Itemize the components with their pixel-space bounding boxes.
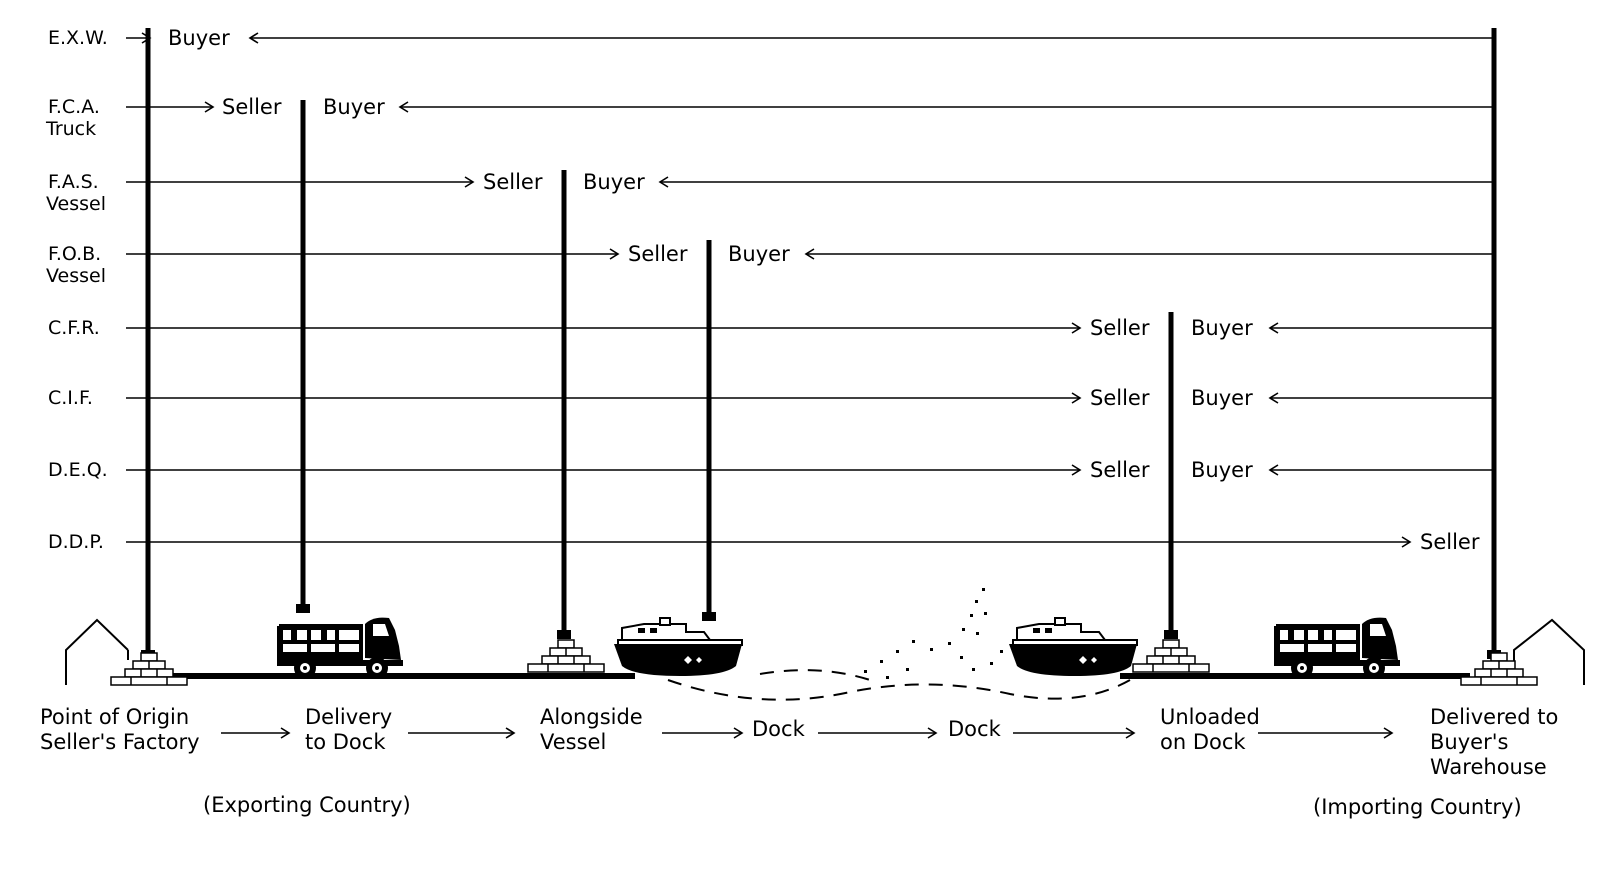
term-mode: Truck [45,118,96,140]
term-row: F.A.S.Vessel Seller Buyer [46,170,1496,215]
term-row: D.E.Q. Seller Buyer [48,458,1496,482]
transfer-point-cap [702,612,716,621]
buyer-label: Buyer [1191,316,1253,340]
stage-label-line: Dock [752,717,806,741]
buyer-label: Buyer [1191,386,1253,410]
term-code: F.C.A. [48,96,100,118]
term-code: C.I.F. [48,387,93,409]
seller-label: Seller [1090,458,1150,482]
seller-label: Seller [222,95,282,119]
term-mode: Vessel [46,265,106,287]
stage-label-line: Delivery [305,705,392,729]
seller-label: Seller [1420,530,1480,554]
stage-label-line: Warehouse [1430,755,1547,779]
term-code: D.E.Q. [48,459,108,481]
exporting-country-label: (Exporting Country) [203,793,411,817]
stage-label-line: Buyer's [1430,730,1508,754]
ship-icon-import [1008,617,1138,677]
importing-country-label: (Importing Country) [1313,795,1522,819]
term-code: E.X.W. [48,27,108,49]
stage-label-line: Point of Origin [40,705,189,729]
truck-icon-import [1274,617,1400,679]
term-row: F.O.B.Vessel Seller Buyer [46,242,1496,287]
buyer-label: Buyer [583,170,645,194]
stage-label-line: Dock [948,717,1002,741]
term-row: E.X.W. Buyer [48,26,1496,50]
transfer-point-cap [557,630,571,639]
seller-label: Seller [628,242,688,266]
stage-label: Dock [948,717,1002,741]
ship-icon-export [613,617,743,677]
seller-label: Seller [1090,386,1150,410]
truck-icon-export [277,617,403,679]
pallet-icon-alongside [527,639,605,673]
water-splash [864,588,1003,679]
stage-label-line: Unloaded [1160,705,1260,729]
stage-label-line: on Dock [1160,730,1246,754]
term-row: C.F.R. Seller Buyer [48,316,1496,340]
stage-label: Dock [752,717,806,741]
stage-label-line: Alongside [540,705,643,729]
term-code: F.A.S. [48,171,99,193]
term-code: D.D.P. [48,531,104,553]
buyer-label: Buyer [728,242,790,266]
term-mode: Vessel [46,193,106,215]
seller-label: Seller [1090,316,1150,340]
pallet-icon-origin [110,652,188,686]
pallet-icon-unloaded [1132,639,1210,673]
seller-label: Seller [483,170,543,194]
transfer-point-cap [296,604,310,613]
pallet-icon-warehouse [1460,652,1538,686]
term-row: F.C.A.Truck Seller Buyer [45,95,1496,140]
buyer-label: Buyer [323,95,385,119]
factory-house-icon [65,618,129,685]
buyer-label: Buyer [168,26,230,50]
term-row: D.D.P. Seller [48,530,1480,554]
transfer-point-cap [1164,630,1178,639]
voyage-route [667,669,1131,701]
warehouse-house-icon [1513,618,1585,685]
buyer-label: Buyer [1191,458,1253,482]
stage-label-line: to Dock [305,730,386,754]
stage-label-line: Delivered to [1430,705,1558,729]
term-code: F.O.B. [48,243,101,265]
stage-label-line: Seller's Factory [40,730,200,754]
term-row: C.I.F. Seller Buyer [48,386,1496,410]
term-code: C.F.R. [48,317,100,339]
stage-label-line: Vessel [540,730,606,754]
